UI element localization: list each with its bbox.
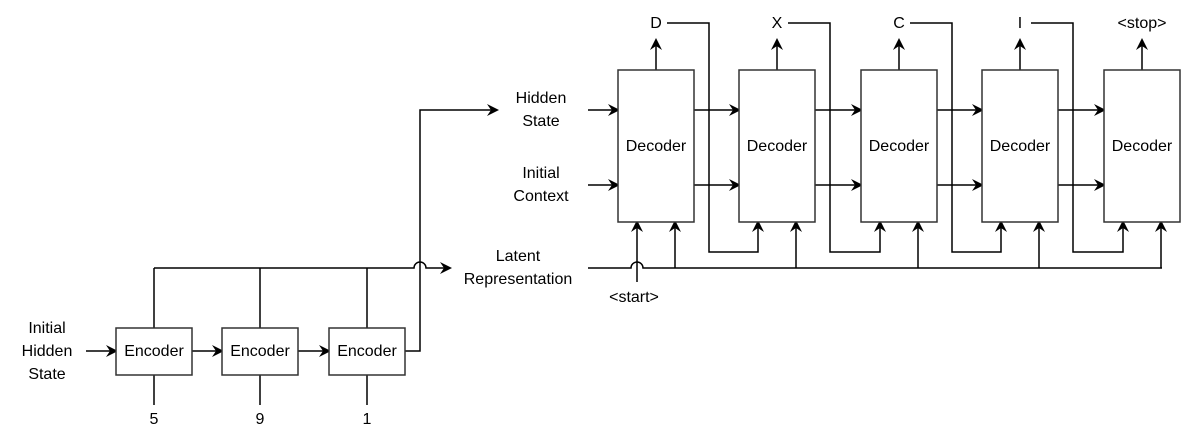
output-feedback-arrow [910, 22, 1007, 253]
decoder-label: Decoder [746, 137, 808, 155]
output-feedback-arrow [788, 22, 886, 253]
decoder-block [617, 69, 695, 223]
encoder-block [221, 327, 299, 376]
latent-bus-arrow [154, 261, 452, 274]
encoder-label: Encoder [230, 342, 290, 360]
encoder-input-token: 9 [255, 410, 265, 428]
encoder-input-token: 5 [149, 410, 159, 428]
initial-context-label-line: Context [513, 188, 569, 205]
decoder-block [981, 69, 1059, 223]
decoder-label: Decoder [989, 137, 1051, 155]
start-token-label: <start> [609, 288, 659, 306]
output-feedback-arrow [667, 22, 764, 253]
decoder-block [738, 69, 816, 223]
decoder-block [860, 69, 938, 223]
decoder-output-token: C [893, 14, 905, 32]
hidden-state-label-line: State [522, 113, 560, 130]
encoder-input-token: 1 [362, 410, 372, 428]
decoder-block [1103, 69, 1181, 223]
encoder-label: Encoder [124, 342, 184, 360]
encoder-label: Encoder [337, 342, 397, 360]
latent-representation-label-line: Latent [495, 248, 541, 265]
encoder-block [115, 327, 193, 376]
decoder-label: Decoder [1111, 137, 1173, 155]
decoder-output-token: I [1017, 14, 1023, 32]
latent-representation-label-line: Representation [463, 271, 573, 288]
output-feedback-arrow [1031, 22, 1129, 253]
latent-decoder-bus [588, 261, 1162, 269]
decoder-output-token: D [650, 14, 662, 32]
initial-hidden-state-label-line: Initial [28, 319, 66, 337]
hidden-state-label-line: Hidden [515, 90, 567, 107]
decoder-label: Decoder [625, 137, 687, 155]
decoder-label: Decoder [868, 137, 930, 155]
encoder-block [328, 327, 406, 376]
final-hidden-state-arrow [405, 104, 499, 352]
initial-context-label-line: Initial [522, 165, 560, 182]
initial-hidden-state-label-line: State [28, 365, 66, 383]
decoder-output-token: X [771, 14, 783, 32]
initial-hidden-state-label-line: Hidden [21, 342, 73, 360]
decoder-output-token: <stop> [1117, 14, 1167, 32]
